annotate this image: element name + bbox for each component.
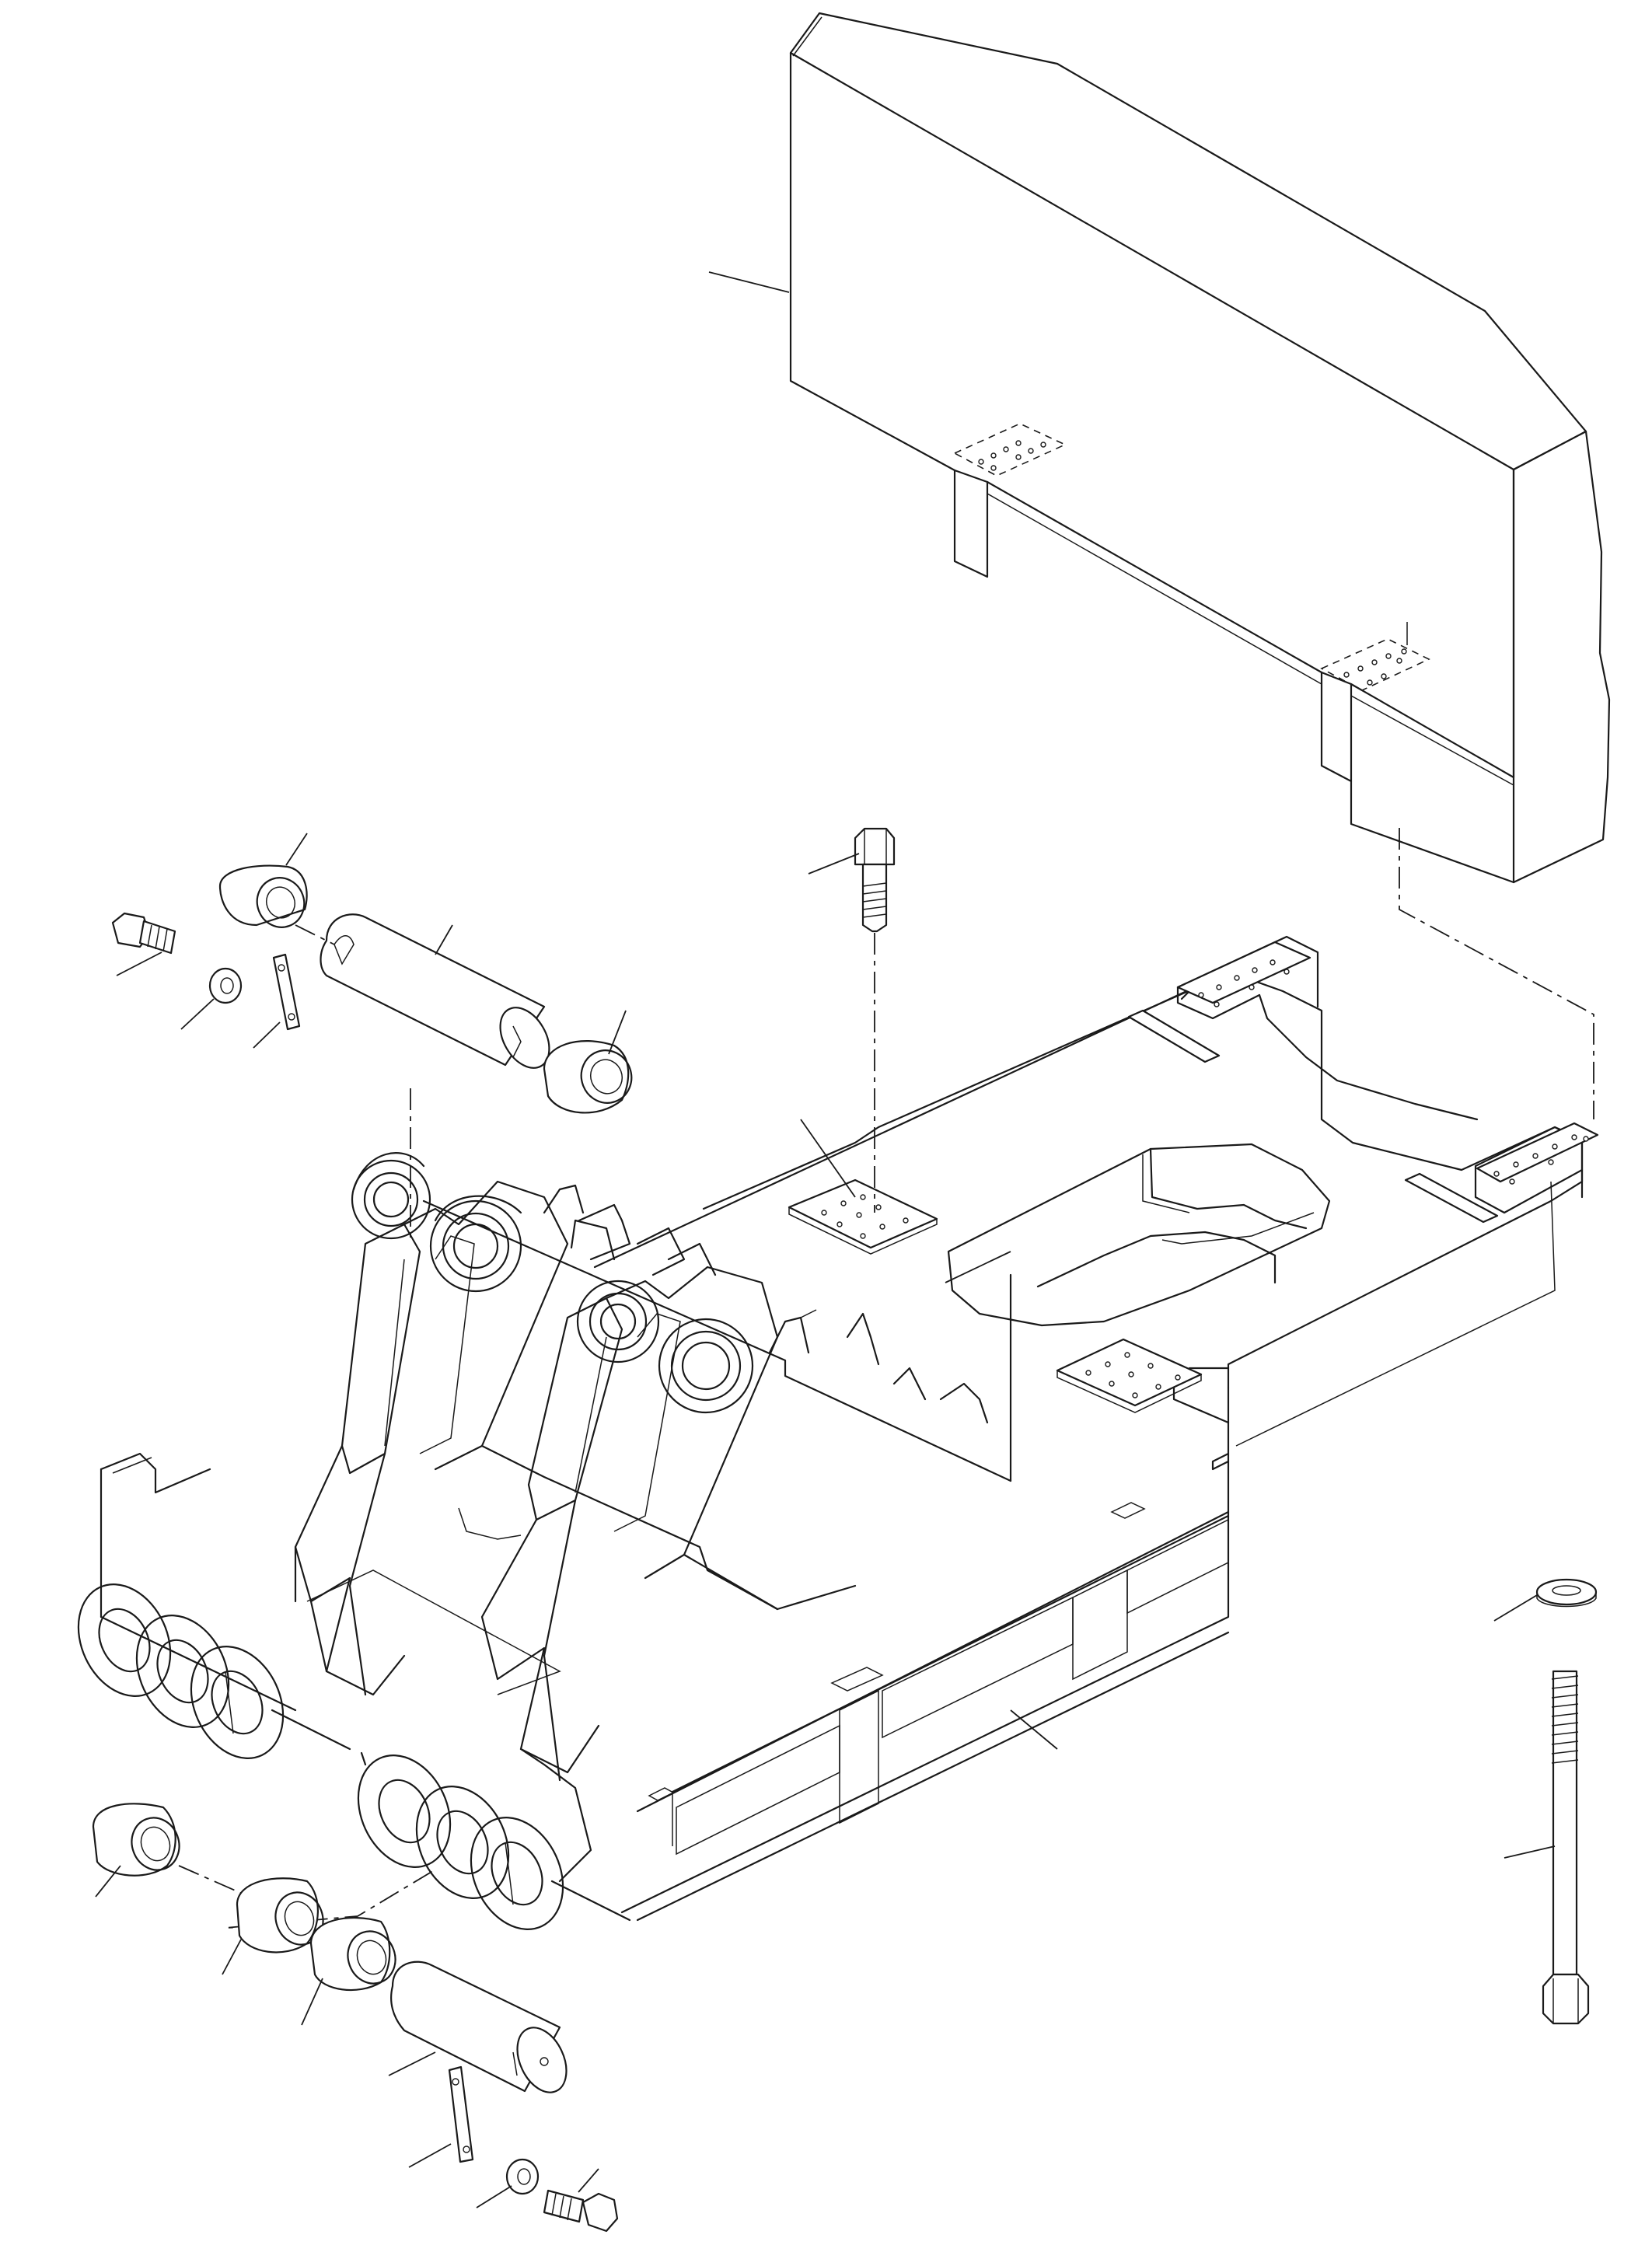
- upper-bolt: [111, 912, 176, 976]
- lower-bushing-2: [222, 1877, 324, 1975]
- lower-eyes-left: [77, 1583, 285, 1759]
- lower-pin: [388, 1960, 568, 2093]
- lower-lock-plate: [408, 2065, 474, 2168]
- counterweight-bolt-holes: [978, 440, 1407, 686]
- frame-pad-holes: [821, 1194, 1181, 1398]
- counterweight-long-bolt-assembly: [1493, 1578, 1598, 2025]
- right-block-holes: [1493, 1134, 1589, 1185]
- upper-washer: [180, 967, 243, 1030]
- lower-eyes-right: [357, 1754, 564, 1930]
- left-arm: [294, 1152, 569, 1696]
- counterweight: [708, 12, 1611, 884]
- lower-bolt: [543, 2168, 619, 2233]
- lower-washer: [476, 2158, 540, 2208]
- counterweight-alignment-line: [1399, 828, 1594, 1119]
- rear-block-holes: [1198, 959, 1290, 1007]
- center-bolt: [808, 827, 896, 1213]
- lower-bushing-1: [92, 1803, 180, 1898]
- right-arm: [480, 1266, 779, 1782]
- washer: [1493, 1578, 1598, 1622]
- upper-bushing-2: [543, 1010, 633, 1114]
- upper-pin-assembly: [111, 833, 633, 1244]
- upper-bushing-1: [218, 833, 308, 928]
- main-frame: [77, 935, 1599, 1930]
- upper-pin: [295, 913, 550, 1069]
- lower-bushing-3: [301, 1916, 396, 2026]
- counterweight-long-bolt: [1504, 1670, 1590, 2025]
- upper-lock-plate: [253, 953, 301, 1049]
- lower-pin-assembly: [92, 1803, 619, 2233]
